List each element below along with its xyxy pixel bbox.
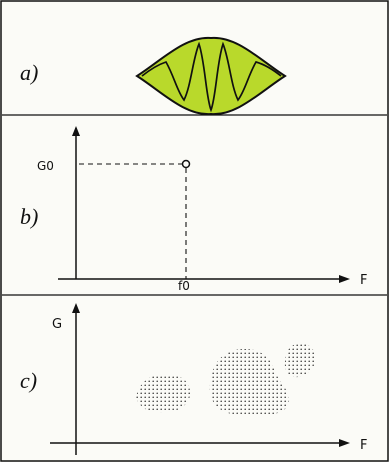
stippled-region-right xyxy=(285,343,316,377)
panel-label-c: c) xyxy=(20,368,37,393)
panel-b-x-axis-arrow xyxy=(339,275,350,283)
wave-packet-envelope xyxy=(137,38,285,114)
panel-b-x-tick-label: f0 xyxy=(178,279,190,293)
panel-label-a: a) xyxy=(20,60,38,85)
panel-c-y-axis-arrow xyxy=(72,303,80,313)
panel-b-y-tick-label: G0 xyxy=(37,159,54,173)
panel-b-y-axis-arrow xyxy=(72,126,80,136)
panel-label-b: b) xyxy=(20,204,38,229)
stippled-region-left xyxy=(136,374,190,413)
panel-b-data-point xyxy=(183,161,190,168)
panel-c-x-axis-arrow xyxy=(339,439,350,447)
panel-b-x-axis-label: F xyxy=(360,273,367,288)
panel-c-y-axis-label: G xyxy=(52,317,62,332)
stippled-region-center xyxy=(210,349,289,416)
wave-packet-illustration xyxy=(137,38,285,114)
panel-c-x-axis-label: F xyxy=(360,438,367,453)
